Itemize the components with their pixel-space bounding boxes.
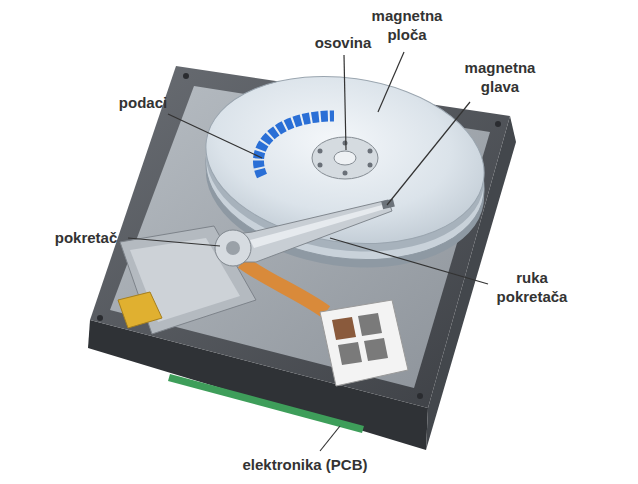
- part-label: podaci: [103, 93, 183, 112]
- part-label: magnetna glava: [458, 58, 542, 96]
- part-label: osovina: [298, 33, 388, 52]
- part-label: magnetna ploča: [365, 6, 449, 44]
- part-label: ruka pokretača: [490, 268, 574, 306]
- leader-lines: [128, 52, 488, 451]
- part-label: elektronika (PCB): [225, 455, 385, 474]
- part-label: pokretač: [41, 228, 131, 247]
